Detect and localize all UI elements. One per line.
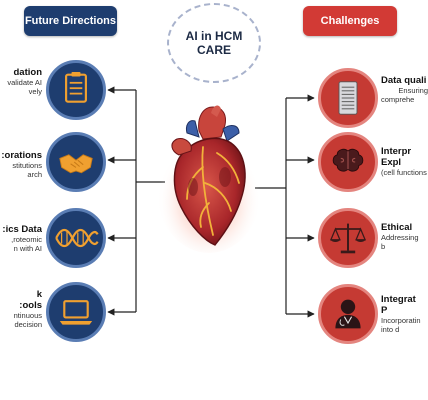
future-item-3-text: ics Data: roteomic, n with AI [0, 224, 42, 253]
challenge-item-2-text: Interpr Expl (cell functions [381, 146, 428, 177]
challenge-item-1-title: Data quali [381, 75, 427, 86]
challenge-item-4-title: Integrat [381, 294, 416, 305]
future-directions-header-label: Future Directions [24, 15, 117, 27]
future-item-3-desc-line1: roteomic, [11, 235, 42, 244]
future-directions-header: Future Directions [24, 6, 117, 36]
heart-icon [157, 105, 261, 253]
challenge-item-3-text: Ethical Addressing b [381, 222, 428, 251]
challenge-item-1-desc-line1: Ensuring [398, 86, 428, 95]
challenge-item-1-text: Data quali Ensuring comprehe [381, 75, 428, 104]
future-item-4-desc-line1: ntinuous [13, 311, 42, 320]
challenge-item-2-desc-line1: (cell functions [381, 168, 427, 177]
future-item-2-desc-line2: arch [27, 170, 42, 179]
future-item-4-text: k ools: ntinuous decision [0, 289, 42, 329]
challenge-item-1-desc-line2: comprehe [381, 95, 415, 104]
challenge-item-3-desc-line1: Addressing [381, 233, 419, 242]
center-title-circle: AI in HCM CARE [167, 3, 261, 83]
center-title-line1: AI in HCM [185, 29, 243, 43]
challenge-item-4-desc-line1: Incorporatin [381, 316, 421, 325]
clipboard-icon [46, 60, 106, 120]
challenge-item-3-title: Ethical [381, 222, 413, 233]
future-item-2-text: orations: stitutions arch [0, 150, 42, 179]
center-title-line2: CARE [196, 43, 231, 57]
challenge-item-4-text: Integrat P Incorporatin into d [381, 294, 428, 334]
server-icon [318, 68, 378, 128]
future-item-3-title: ics Data: [2, 224, 42, 235]
challenges-header: Challenges [303, 6, 397, 36]
future-item-3-desc-line2: n with AI [13, 244, 42, 253]
future-item-1-title: dation [13, 67, 43, 78]
future-item-1-desc-line2: vely [28, 87, 42, 96]
future-item-4-desc-line2: decision [14, 320, 42, 329]
handshake-icon [46, 132, 106, 192]
future-item-2-desc-line1: stitutions [12, 161, 42, 170]
future-item-2-title: orations: [1, 150, 42, 161]
future-item-1-desc-line1: validate AI [7, 78, 42, 87]
doctor-icon [318, 284, 378, 344]
laptop-icon [46, 282, 106, 342]
brain-icon [318, 132, 378, 192]
left-connector-tree [107, 86, 165, 316]
right-connector-tree [255, 94, 315, 318]
scales-icon [318, 208, 378, 268]
dna-icon [46, 208, 106, 268]
challenge-item-2-title-line2: Expl [381, 157, 402, 168]
challenge-item-2-title: Interpr [381, 146, 412, 157]
future-item-4-title-line2: ools: [19, 300, 42, 311]
challenge-item-4-desc-line2: into d [381, 325, 400, 334]
challenge-item-4-title-line2: P [381, 305, 388, 316]
challenges-header-label: Challenges [320, 15, 380, 27]
challenge-item-3-desc-line2: b [381, 242, 386, 251]
future-item-1-text: dation validate AI vely [0, 67, 42, 96]
future-item-4-title: k [36, 289, 42, 300]
